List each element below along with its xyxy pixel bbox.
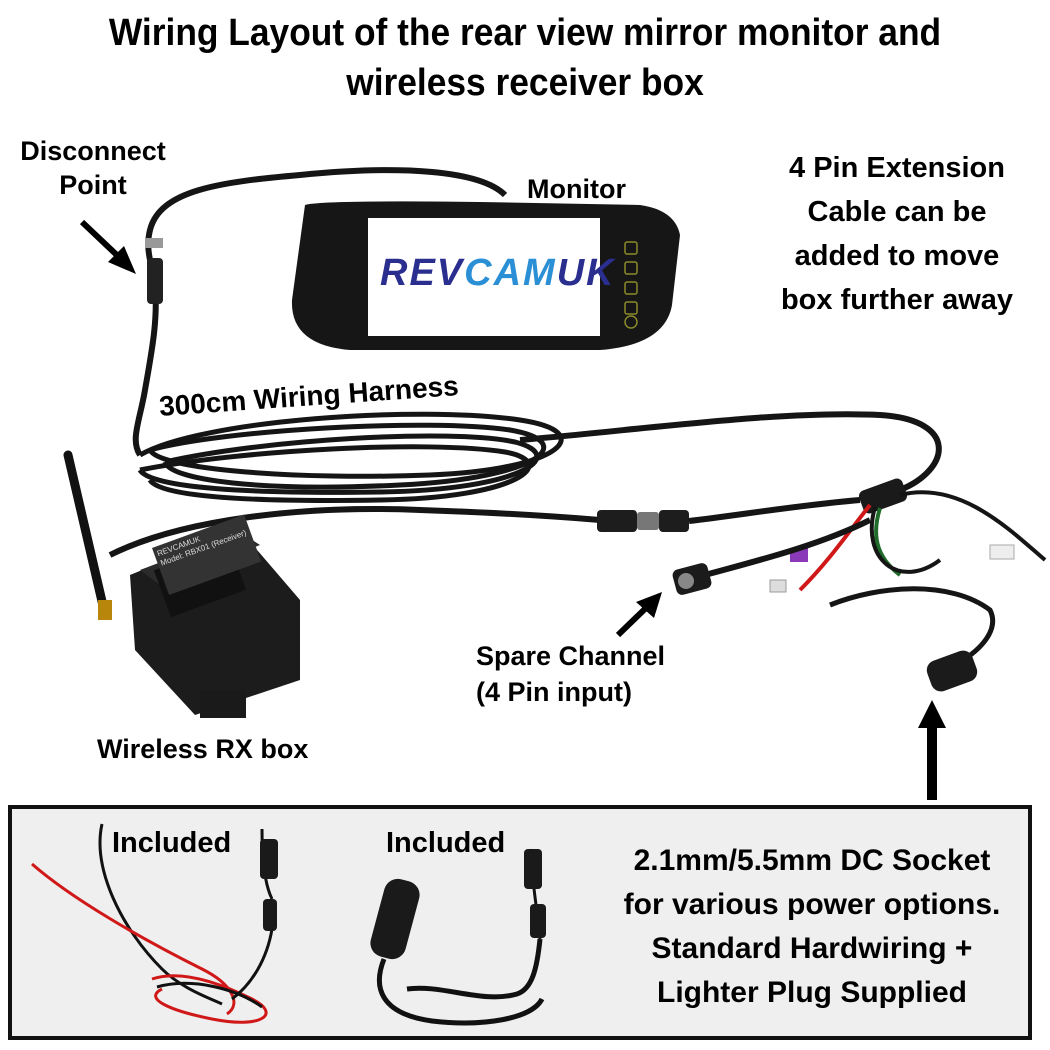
monitor-cable [132,167,508,457]
included-label-lighter: Included [386,827,506,859]
mirror-monitor [291,201,680,350]
disconnect-line-2: Point [59,170,127,200]
monitor-screen [368,218,600,336]
dc-line-3: Standard Hardwiring + [651,932,973,965]
power-icon [624,315,638,329]
brand-part-1: REV [380,252,465,294]
cable-tag [989,544,1015,560]
monitor-source-button [624,301,638,315]
rx-box-cable [108,506,601,558]
page-title: Wiring Layout of the rear view mirror mo… [37,8,1014,108]
branch-wire-red [798,503,872,592]
disconnect-connector [147,258,163,304]
extension-line-4: box further away [780,284,1014,316]
wiring-diagram [63,167,1047,800]
disconnect-clip [145,238,163,248]
antenna [63,450,109,615]
monitor-menu-button [624,261,638,275]
branch-cable-right [899,490,1047,562]
spare-channel-label: Spare Channel (4 Pin input) [476,638,665,710]
dc-socket-description: 2.1mm/5.5mm DC Socket for various power … [597,839,1027,1015]
extension-line-1: 4 Pin Extension [789,152,1005,184]
rx-mount-tab [200,690,246,718]
four-pin-connector [597,510,637,532]
dc-line-4: Lighter Plug Supplied [657,976,967,1009]
hardwire-dc-jack [263,899,277,931]
wiring-harness-coil [137,411,564,503]
dc-socket-arrow [918,700,946,800]
monitor-label: Monitor [527,174,626,204]
hardwire-dc-plug [260,839,278,879]
lighter-plug-kit [370,848,546,1026]
disconnect-line-1: Disconnect [20,136,166,166]
spare-channel-cable [704,517,872,578]
monitor-down-button [624,281,638,295]
monitor-up-button [624,241,638,255]
branch-wire-black [869,506,942,574]
disconnect-point-label: Disconnect Point [8,134,178,202]
dc-socket-cable [829,586,996,665]
extension-cable-label: 4 Pin Extension Cable can be added to mo… [766,146,1028,322]
junction-block [858,478,908,514]
brand-part-2: CAM [464,252,557,294]
extension-line-3: added to move [794,240,1000,272]
included-accessories-panel: Included Included 2.1mm/5.5mm DC Socket … [8,805,1032,1040]
monitor-brand-logo: REVCAMUK [380,252,614,295]
spare-line-1: Spare Channel [476,641,666,671]
dc-line-2: for various power options. [623,888,1001,921]
extension-line-2: Cable can be [807,196,987,228]
dc-socket [926,650,978,692]
accessories-drawing [31,823,546,1026]
title-line-2: wireless receiver box [346,62,704,104]
disconnect-arrow [79,219,136,274]
title-line-1: Wiring Layout of the rear view mirror mo… [108,12,942,54]
antenna-mount [98,600,112,620]
brand-part-3: UK [556,252,616,294]
cable-tag-2 [769,579,787,593]
included-label-hardwire: Included [112,827,232,859]
rx-box-label: Wireless RX box [97,734,309,764]
harness-main-cable [519,411,942,493]
spare-channel-arrow [615,592,662,638]
spare-line-2: (4 Pin input) [476,677,632,707]
dc-line-1: 2.1mm/5.5mm DC Socket [633,844,991,877]
